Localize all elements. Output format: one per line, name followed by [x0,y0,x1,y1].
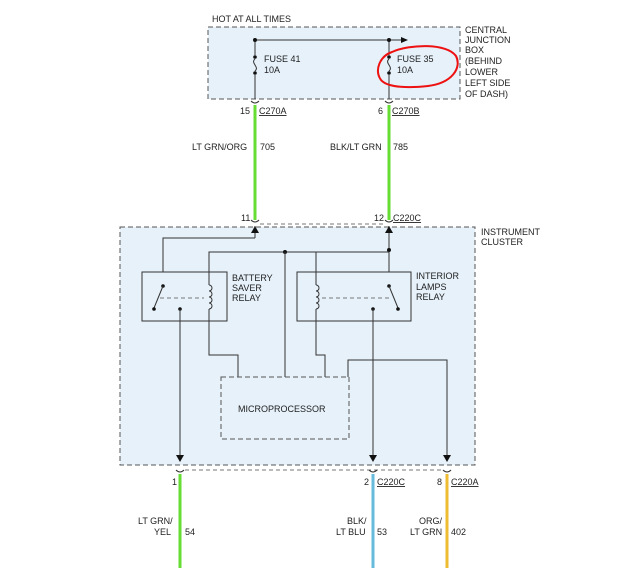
battery-saver-relay-label-3: RELAY [232,293,261,303]
connector-c270b-symbol [384,100,394,104]
fuse-41-name: FUSE 41 [264,54,301,64]
battery-saver-coil [208,284,213,310]
battery-saver-relay-label-1: BATTERY [232,273,273,283]
battery-saver-coil-to-micro [208,309,239,377]
fuse-35-name: FUSE 35 [397,54,434,64]
fuse-41-terminal [253,71,257,75]
relay-contact [152,307,156,311]
wire-53-color-label-1: BLK/ [347,516,367,526]
fuse-35-terminal [387,55,391,59]
connector-pin-2-symbol [368,469,378,473]
fuse-35-element [387,58,391,72]
battery-saver-relay-label-2: SAVER [232,283,262,293]
arrow-in-12 [385,226,393,233]
connector-pin-1: 1 [172,477,177,487]
connector-c270b: 6 C270B [378,100,420,116]
wire-53-color-label-2: LT BLU [336,527,366,537]
connector-c270b-name: C270B [392,106,420,116]
instrument-cluster-label-line-2: CLUSTER [481,237,524,247]
bus-junction-dot [387,38,391,42]
connector-pin-12-symbol [384,219,394,223]
arrow-out-1 [176,455,184,462]
wire-402-color-label-2: LT GRN [410,527,442,537]
connector-c270a-pin: 15 [240,106,250,116]
connector-c270b-pin: 6 [378,106,383,116]
connector-pin-8: 8 [437,477,442,487]
wire-53-circuit-label: 53 [377,527,387,537]
arrow-out-8 [443,455,451,462]
junction-box-label-line-2: JUNCTION [465,35,511,45]
interior-lamps-relay-label-1: INTERIOR [416,271,460,281]
arrow-in-11 [251,226,259,233]
battery-saver-feed [162,237,255,285]
connector-c270a-symbol [250,100,260,104]
interior-lamps-relay-label-3: RELAY [416,292,445,302]
interior-lamps-relay-label-2: LAMPS [416,282,447,292]
connector-pin-2: 2 [364,477,369,487]
junction-box-label: CENTRAL JUNCTION BOX (BEHIND LOWER LEFT … [465,25,511,99]
fuse-35-highlight-circle [377,45,459,89]
bus-arrow [401,37,408,43]
battery-saver-switch [153,285,164,309]
relay-contact [396,307,400,311]
interior-lamps-coil [315,284,320,310]
wire-785-color-label: BLK/LT GRN [330,142,382,152]
connector-pin-12: 12 [374,213,384,223]
battery-saver-relay [141,271,228,322]
connector-pin-11: 11 [241,213,250,223]
wire-705-circuit-label: 705 [260,142,275,152]
connector-c270a-name: C270A [259,106,287,116]
junction-dot [387,248,391,252]
fuse-35-rating: 10A [397,65,413,75]
wire-54-circuit-label: 54 [185,527,195,537]
instrument-cluster-label-line-1: INSTRUMENT [481,227,540,237]
microprocessor [220,376,350,440]
connector-c220a-name: C220A [451,477,479,487]
wire-54-color-label-1: LT GRN/ [138,516,173,526]
interior-lamps-relay [296,271,412,322]
fuse-41-terminal [253,55,257,59]
connector-bottom: 1 2 C220C 8 C220A [172,469,479,487]
junction-box-label-line-6: LEFT SIDE [465,78,510,88]
fuse-41: FUSE 41 10A [253,54,301,75]
connector-c220c-bottom-name: C220C [377,477,406,487]
junction-box-label-line-3: BOX [465,45,484,55]
wire-54-color-label-2: YEL [154,527,171,537]
interior-lamps-switch [388,285,399,309]
interior-coil-to-micro [315,309,326,377]
junction-box-label-line-7: OF DASH) [465,89,508,99]
hot-at-all-times-label: HOT AT ALL TIMES [212,14,291,24]
connector-c220c-top: 11 12 C220C [241,213,422,223]
connector-pin-1-symbol [175,469,185,473]
coil-feed-line [208,251,389,272]
junction-box-label-line-1: CENTRAL [465,25,507,35]
fuse-35: FUSE 35 10A [387,54,434,75]
bus-junction-dot [253,38,257,42]
fuse-41-element [253,58,257,72]
connector-c220c-top-name: C220C [393,213,422,223]
wire-705-color-label: LT GRN/ORG [192,142,247,152]
connector-pin-11-symbol [250,219,260,223]
connector-c270a: 15 C270A [240,100,287,116]
wire-402-color-label-1: ORG/ [419,516,443,526]
microprocessor-label: MICROPROCESSOR [238,404,326,414]
arrow-out-2 [369,455,377,462]
wire-785-circuit-label: 785 [393,142,408,152]
connector-pin-8-symbol [442,469,452,473]
fuse-41-rating: 10A [264,65,280,75]
fuse-35-terminal [387,71,391,75]
junction-box-label-line-4: (BEHIND [465,56,503,66]
wire-402-circuit-label: 402 [451,527,466,537]
junction-box-label-line-5: LOWER [465,67,499,77]
